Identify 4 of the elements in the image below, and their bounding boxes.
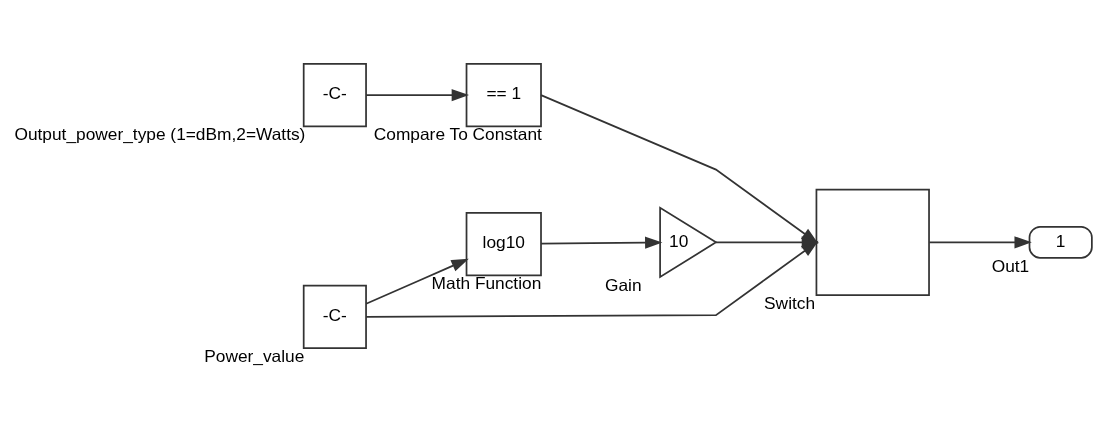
node-label: Switch bbox=[764, 292, 816, 313]
node-label: Gain bbox=[605, 274, 642, 295]
node-label: Out1 bbox=[991, 255, 1030, 276]
node-label: Power_value bbox=[204, 345, 305, 366]
